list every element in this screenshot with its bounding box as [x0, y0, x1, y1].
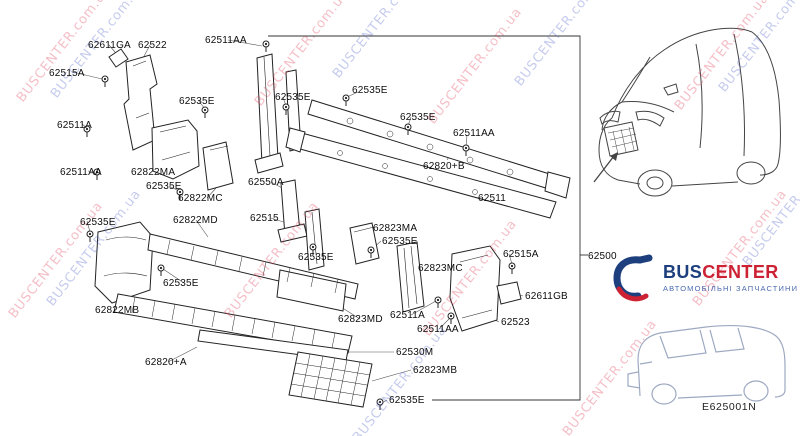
- part-label: 62515: [250, 213, 279, 224]
- part-label: 62522: [138, 40, 167, 51]
- brand-logo: BUSCENTER АВТОМОБІЛЬНІ ЗАПЧАСТИНИ: [610, 252, 798, 304]
- part-label: 62500: [588, 251, 617, 262]
- part-label: 62823MD: [338, 314, 383, 325]
- part-label: 62515A: [503, 249, 539, 260]
- part-label: 62822MB: [95, 305, 140, 316]
- part-label: 62523: [501, 317, 530, 328]
- part-label: 62511A: [57, 120, 92, 131]
- part-label: 62823MB: [413, 365, 458, 376]
- part-label: 62535E: [352, 85, 388, 96]
- part-label: 62530M: [396, 347, 434, 358]
- location-arrow-icon: [593, 152, 618, 183]
- brand-name-primary: BUS: [663, 262, 703, 282]
- part-label: 62511AA: [60, 167, 102, 178]
- brand-text: BUSCENTER АВТОМОБІЛЬНІ ЗАПЧАСТИНИ: [663, 263, 798, 293]
- part-label: 62822MA: [131, 167, 176, 178]
- part-label: 62822MC: [178, 193, 223, 204]
- part-shapes: [94, 48, 571, 408]
- part-label: 62611GA: [88, 40, 131, 51]
- part-label: 62535E: [179, 96, 215, 107]
- brand-logo-icon: [613, 254, 653, 302]
- brand-name-secondary: CENTER: [702, 262, 779, 282]
- brand-tagline: АВТОМОБІЛЬНІ ЗАПЧАСТИНИ: [663, 284, 799, 293]
- part-label: 62511AA: [453, 128, 495, 139]
- part-label: 62535E: [382, 236, 418, 247]
- part-label: 62820+B: [423, 161, 465, 172]
- part-label: 62535E: [298, 252, 334, 263]
- part-label: 62511A: [390, 310, 425, 321]
- diagram-code: E625001N: [702, 401, 757, 413]
- part-label: 62535E: [400, 112, 436, 123]
- part-label: 62511: [478, 193, 507, 204]
- part-label: 62823MA: [373, 223, 418, 234]
- vehicle-sketch: [593, 27, 781, 197]
- brand-name: BUSCENTER: [663, 263, 798, 281]
- part-detail-lines: [131, 117, 514, 406]
- part-label: 62535E: [146, 181, 182, 192]
- assembly-bracket: [268, 35, 588, 401]
- part-label: 62823MC: [418, 263, 463, 274]
- part-label: 62511AA: [205, 35, 247, 46]
- part-label: 62611GB: [525, 291, 568, 302]
- van-sketch: [627, 325, 786, 405]
- part-label: 62820+A: [145, 357, 187, 368]
- part-label: 62535E: [275, 92, 311, 103]
- part-label: 62822MD: [173, 215, 218, 226]
- part-label: 62535E: [389, 395, 425, 406]
- part-label: 62535E: [163, 278, 199, 289]
- part-label: 62535E: [80, 217, 116, 228]
- part-label: 62550A: [248, 177, 284, 188]
- part-label: 62515A: [49, 68, 85, 79]
- part-label: 62511AA: [417, 324, 459, 335]
